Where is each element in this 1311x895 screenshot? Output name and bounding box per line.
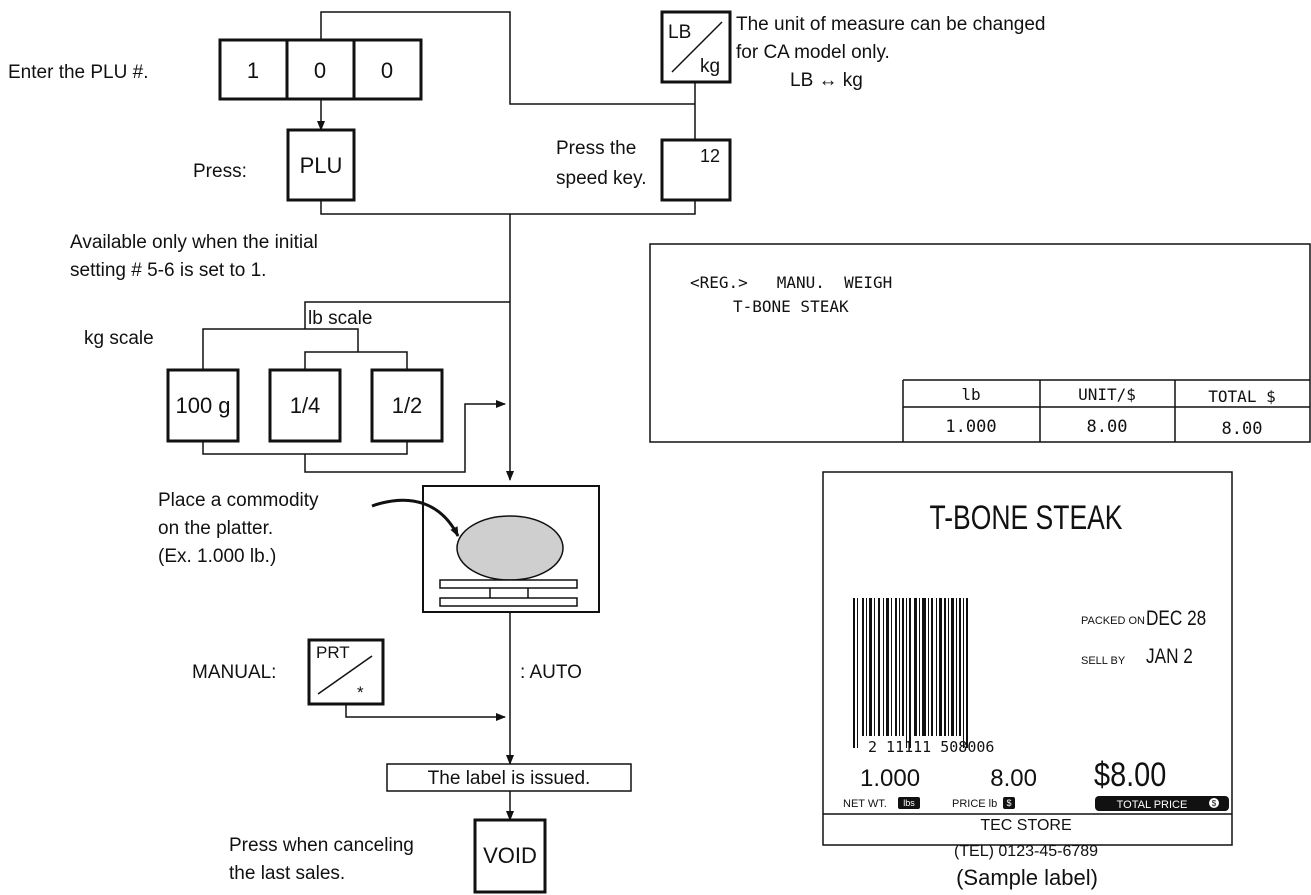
void-key-label: VOID [483, 843, 537, 868]
commodity-note-2: on the platter. [158, 518, 273, 539]
scale-key-quarter[interactable]: 1/4 [270, 370, 340, 441]
plu-key[interactable]: PLU [288, 130, 354, 200]
unit-key-lb: LB [668, 22, 691, 43]
unit-toggle-key[interactable]: LB kg [662, 12, 730, 82]
label-product-name: T-BONE STEAK [929, 499, 1122, 537]
scale-display: <REG.> MANU. WEIGH T-BONE STEAK lb UNIT/… [650, 244, 1310, 442]
print-key[interactable]: PRT * [309, 640, 383, 704]
display-header-total: TOTAL $ [1208, 387, 1275, 406]
label-issued-box: The label is issued. [387, 764, 631, 791]
plu-digit-2[interactable]: 0 [314, 58, 326, 83]
net-wt-caption: NET WT. [843, 798, 887, 810]
label-unit-price: 8.00 [990, 765, 1037, 792]
plu-digit-keys: 1 0 0 [220, 40, 421, 99]
sample-label-caption: (Sample label) [956, 865, 1098, 890]
label-issued-text: The label is issued. [428, 768, 591, 789]
unit-note-line1: The unit of measure can be changed [736, 14, 1045, 35]
packed-on-date: DEC 28 [1146, 608, 1206, 631]
sell-by-label: SELL BY [1081, 655, 1126, 667]
scale-key-quarter-label: 1/4 [290, 393, 321, 418]
price-dollar-badge-text: $ [1006, 798, 1011, 808]
scale-key-100g[interactable]: 100 g [168, 370, 238, 441]
speed-key-instruction-1: Press the [556, 138, 636, 159]
press-instruction: Press: [193, 161, 247, 182]
display-header-unit-price: UNIT/$ [1078, 385, 1136, 404]
price-lb-caption: PRICE lb [952, 798, 997, 810]
speed-key[interactable]: 12 [662, 140, 730, 200]
commodity-note-3: (Ex. 1.000 lb.) [158, 546, 276, 567]
scale-key-half[interactable]: 1/2 [372, 370, 442, 441]
plu-digit-3[interactable]: 0 [381, 58, 393, 83]
availability-note-1: Available only when the initial [70, 232, 318, 253]
display-line-1: <REG.> MANU. WEIGH [690, 273, 892, 292]
lbs-badge-text: lbs [903, 798, 915, 808]
label-net-weight: 1.000 [860, 765, 920, 792]
scale-platter-illustration [423, 486, 599, 612]
availability-note-2: setting # 5-6 is set to 1. [70, 260, 266, 281]
void-note-2: the last sales. [229, 863, 345, 884]
store-phone: (TEL) 0123-45-6789 [954, 843, 1098, 860]
print-key-bottom: * [357, 683, 364, 702]
sample-label: T-BONE STEAK [823, 472, 1232, 845]
enter-plu-instruction: Enter the PLU #. [8, 62, 148, 83]
kg-scale-label: kg scale [84, 328, 154, 349]
lb-scale-label: lb scale [308, 308, 372, 329]
unit-note-line3: LB ↔ kg [790, 70, 863, 91]
display-value-unit-price: 8.00 [1087, 417, 1128, 437]
barcode-digits: 2 11111 508006 [868, 738, 994, 756]
store-name: TEC STORE [980, 817, 1071, 834]
scale-key-half-label: 1/2 [392, 393, 423, 418]
display-line-2: T-BONE STEAK [733, 297, 849, 316]
speed-key-number: 12 [700, 146, 720, 166]
unit-key-kg: kg [700, 56, 720, 77]
commodity-note-1: Place a commodity [158, 490, 319, 511]
scale-key-100g-label: 100 g [175, 393, 230, 418]
display-header-weight: lb [961, 385, 980, 404]
sell-by-date: JAN 2 [1146, 646, 1193, 669]
unit-note-line2: for CA model only. [736, 42, 890, 63]
total-dollar-badge-text: $ [1212, 799, 1217, 808]
plu-digit-1[interactable]: 1 [247, 58, 259, 83]
void-key[interactable]: VOID [475, 820, 545, 892]
plu-key-label: PLU [300, 153, 343, 178]
manual-label: MANUAL: [192, 662, 276, 683]
display-value-total: 8.00 [1222, 419, 1263, 439]
display-value-weight: 1.000 [945, 417, 996, 437]
print-key-top: PRT [316, 643, 350, 662]
packed-on-label: PACKED ON [1081, 615, 1145, 627]
total-price-caption: TOTAL PRICE [1117, 799, 1188, 811]
auto-label: : AUTO [520, 662, 582, 683]
label-total-price: $8.00 [1094, 755, 1166, 794]
speed-key-instruction-2: speed key. [556, 168, 646, 189]
void-note-1: Press when canceling [229, 835, 414, 856]
